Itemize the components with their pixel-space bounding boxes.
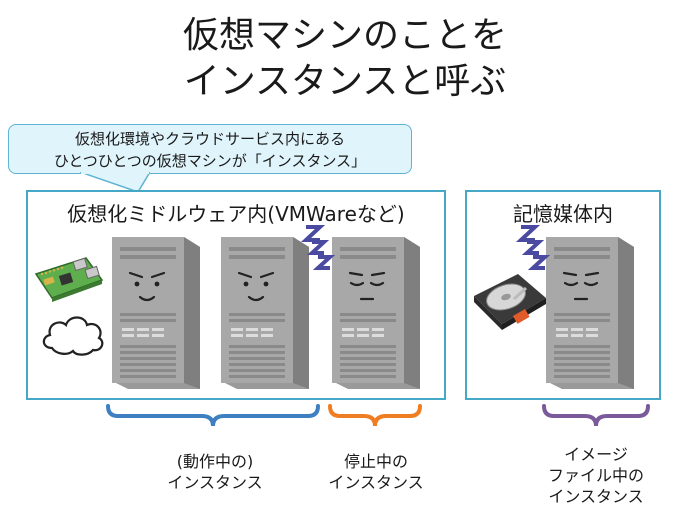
server-stopped [326, 232, 426, 394]
server-image [540, 232, 640, 394]
cloud-icon [42, 316, 104, 356]
callout-line2: ひとつひとつの仮想マシンが「インスタンス」 [53, 152, 367, 170]
hard-disk-icon [474, 274, 546, 330]
label-image-line2: ファイル中の [547, 466, 644, 485]
zzz-icon-2 [515, 225, 551, 270]
label-running-line2: インスタンス [167, 473, 263, 492]
label-running: (動作中の) インスタンス [140, 451, 290, 493]
server-running-2 [215, 232, 315, 394]
circuit-board-icon [34, 257, 104, 302]
callout-bubble: 仮想化環境やクラウドサービス内にある ひとつひとつの仮想マシンが「インスタンス」 [8, 124, 412, 174]
middleware-box-label: 仮想化ミドルウェア内(VMWareなど) [67, 202, 405, 226]
awake-face-icon [128, 271, 166, 302]
bracket-stopped [328, 404, 422, 427]
label-image-line1: イメージ [564, 445, 628, 464]
zzz-icon [300, 225, 336, 270]
page-title-line1: 仮想マシンのことを [182, 15, 507, 56]
bracket-image [542, 404, 650, 427]
callout-tail [80, 172, 150, 193]
callout-line1: 仮想化環境やクラウドサービス内にある [74, 130, 345, 148]
label-image: イメージ ファイル中の インスタンス [524, 444, 668, 507]
label-stopped: 停止中の インスタンス [306, 451, 446, 493]
bracket-running [106, 404, 320, 427]
page-title-line2: インスタンスと呼ぶ [183, 61, 507, 102]
label-running-line1: (動作中の) [176, 452, 254, 471]
label-image-line3: インスタンス [548, 487, 644, 506]
server-running-1 [106, 232, 206, 394]
storage-box-label: 記憶媒体内 [513, 202, 613, 226]
label-stopped-line2: インスタンス [328, 473, 424, 492]
label-stopped-line1: 停止中の [343, 452, 408, 471]
